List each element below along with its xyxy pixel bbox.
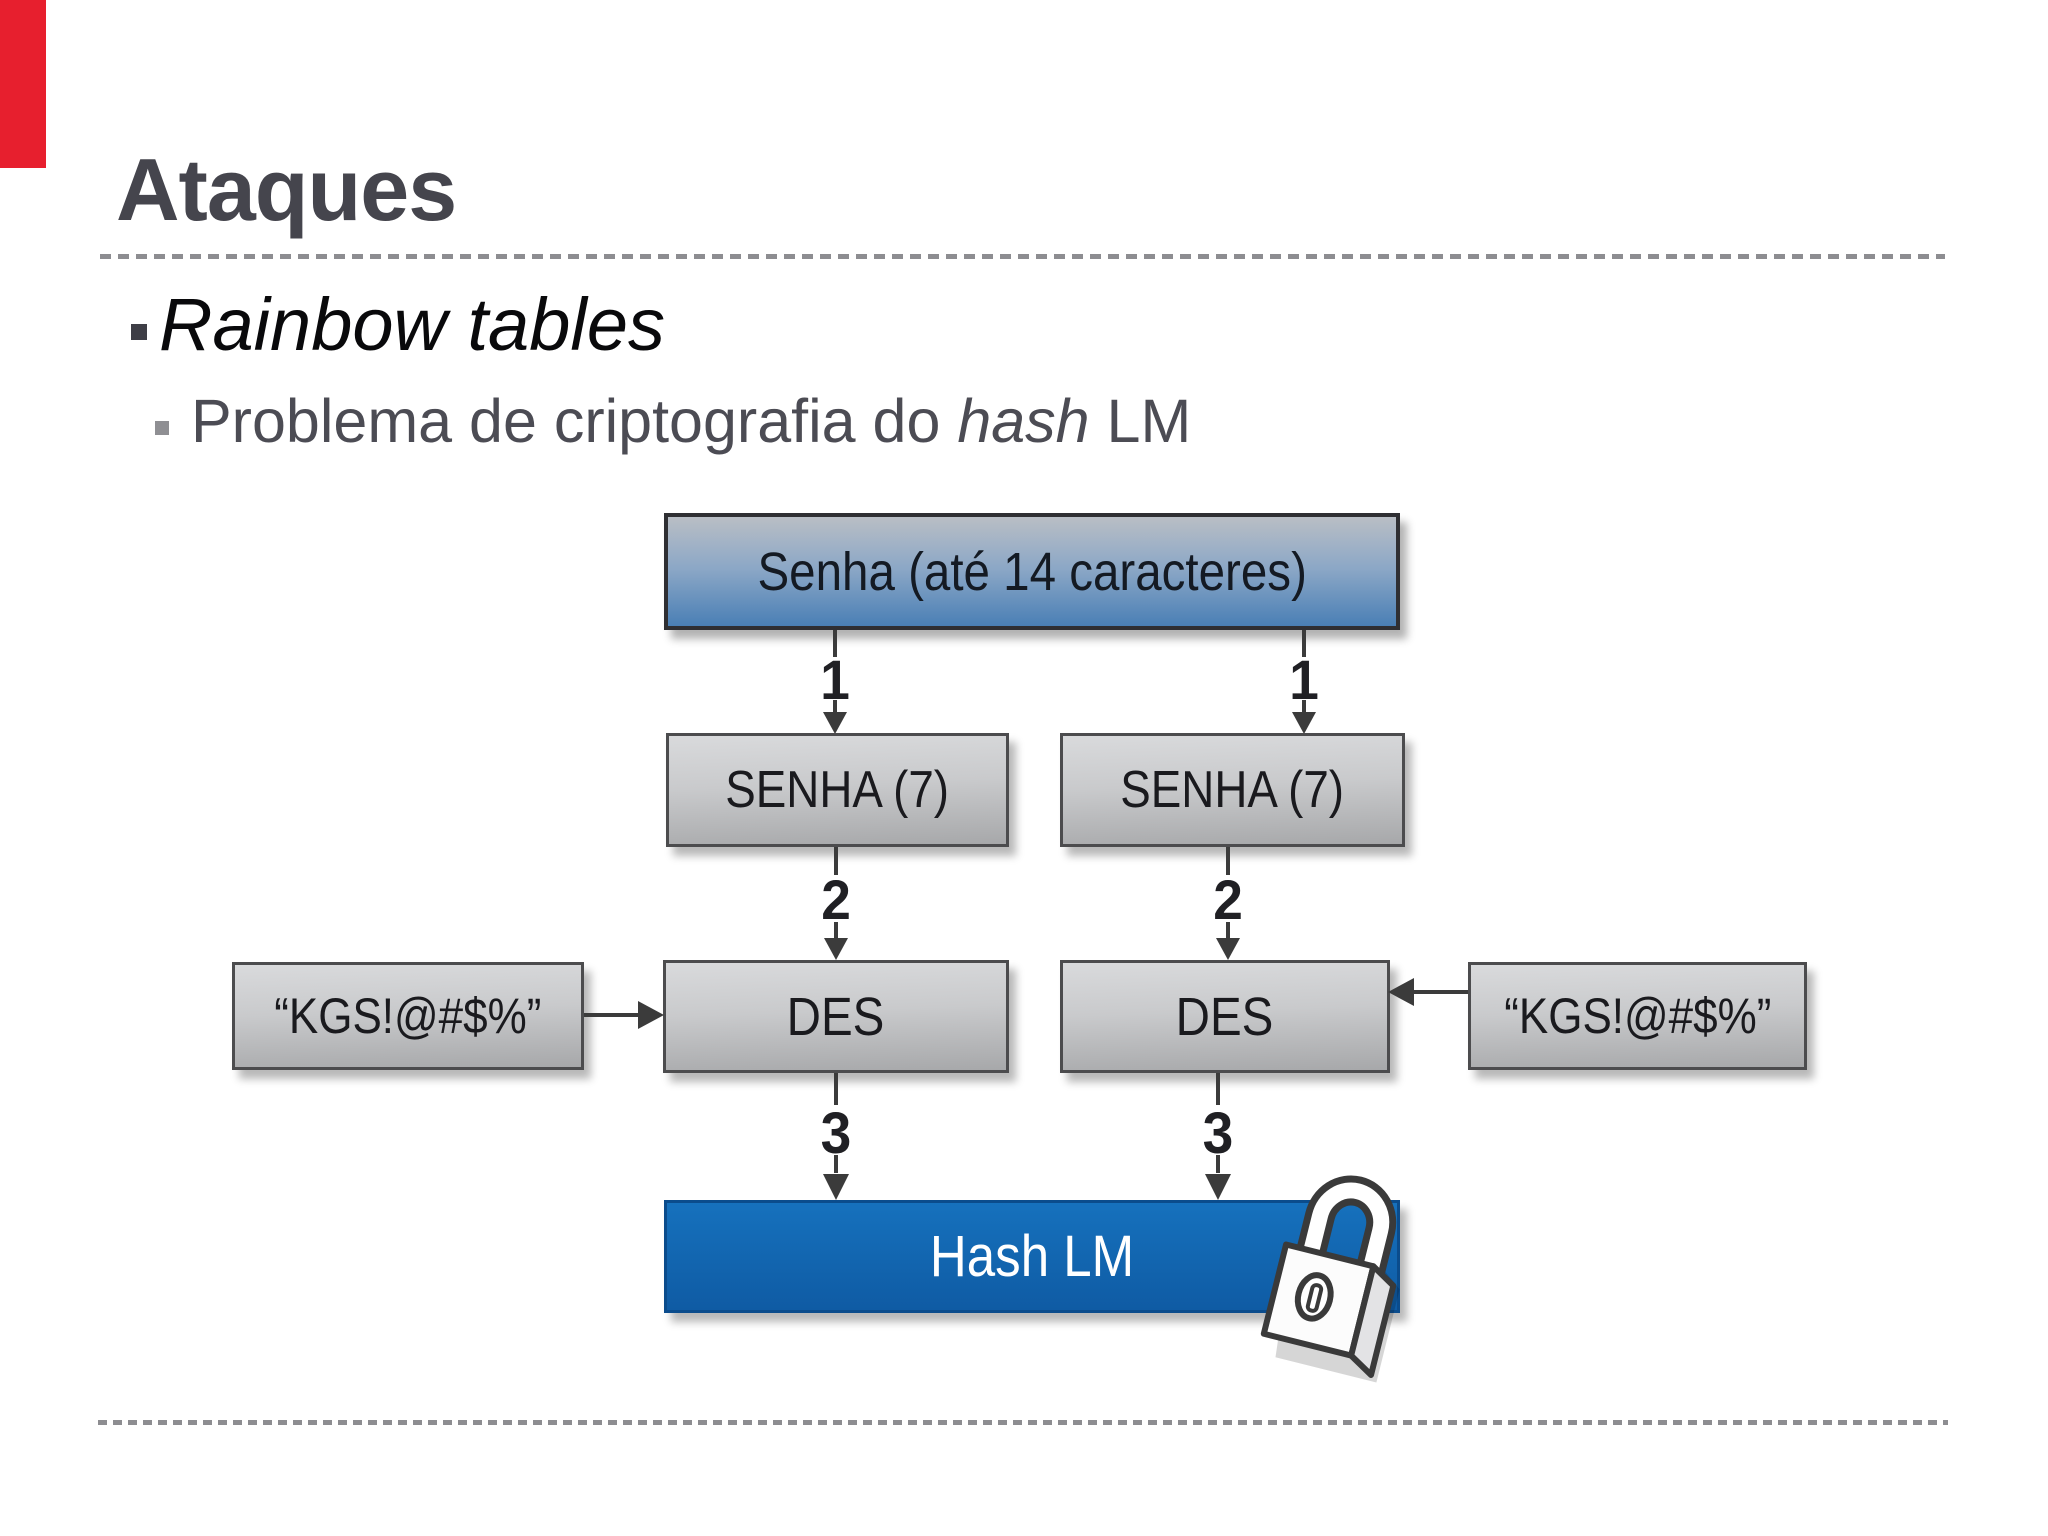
connector-stub bbox=[834, 847, 838, 875]
arrow-down-icon bbox=[1216, 938, 1240, 960]
arrow-left-icon bbox=[1388, 978, 1414, 1006]
arrow-down-icon bbox=[823, 1174, 849, 1200]
connector-line bbox=[1302, 700, 1306, 716]
password-box-label: Senha (até 14 caracteres) bbox=[757, 541, 1307, 602]
theme-accent-tab bbox=[0, 0, 46, 168]
bullet-rainbow-tables: Rainbow tables bbox=[159, 283, 665, 366]
des-right-box: DES bbox=[1060, 960, 1390, 1073]
arrow-down-icon bbox=[1292, 712, 1316, 734]
des-left-box: DES bbox=[663, 960, 1009, 1073]
arrow-right-icon bbox=[638, 1001, 664, 1029]
bullet-problema-hash: hash bbox=[957, 387, 1090, 455]
connector-line bbox=[834, 922, 838, 940]
arrow-down-icon bbox=[823, 712, 847, 734]
password-box: Senha (até 14 caracteres) bbox=[664, 513, 1400, 630]
bullet-problema-suffix: LM bbox=[1089, 387, 1192, 455]
connector-line bbox=[1414, 990, 1468, 994]
kgs-right-label: “KGS!@#$%” bbox=[1503, 988, 1772, 1044]
senha7-left-label: SENHA (7) bbox=[725, 761, 950, 819]
arrow-down-icon bbox=[824, 938, 848, 960]
title-divider bbox=[100, 254, 1945, 259]
connector-line bbox=[1216, 1155, 1220, 1173]
des-right-label: DES bbox=[1176, 986, 1274, 1047]
bullet-problema: Problema de criptografia do hash LM bbox=[191, 391, 1191, 452]
connector-stub bbox=[833, 630, 837, 657]
kgs-right-box: “KGS!@#$%” bbox=[1468, 962, 1807, 1070]
arrow-down-icon bbox=[1205, 1174, 1231, 1200]
bullet-square-level1 bbox=[131, 324, 147, 340]
senha7-right-label: SENHA (7) bbox=[1120, 761, 1345, 819]
padlock-icon bbox=[1260, 1175, 1400, 1383]
senha7-right-box: SENHA (7) bbox=[1060, 733, 1405, 847]
connector-line bbox=[833, 700, 837, 716]
bullet-problema-prefix: Problema de criptografia do bbox=[191, 387, 958, 455]
footer-divider bbox=[98, 1420, 1948, 1425]
step-2-left: 2 bbox=[821, 868, 851, 931]
connector-stub bbox=[1302, 630, 1306, 657]
hash-lm-label: Hash LM bbox=[929, 1223, 1135, 1289]
senha7-left-box: SENHA (7) bbox=[666, 733, 1009, 847]
step-3-left: 3 bbox=[820, 1101, 852, 1166]
connector-stub bbox=[1216, 1073, 1220, 1105]
step-2-right: 2 bbox=[1213, 868, 1243, 931]
step-3-right: 3 bbox=[1202, 1101, 1234, 1166]
kgs-left-label: “KGS!@#$%” bbox=[274, 988, 542, 1044]
kgs-left-box: “KGS!@#$%” bbox=[232, 962, 584, 1070]
connector-stub bbox=[834, 1073, 838, 1105]
page-title: Ataques bbox=[116, 140, 457, 239]
connector-line bbox=[584, 1013, 640, 1017]
bullet-square-level2 bbox=[155, 421, 169, 435]
des-left-label: DES bbox=[787, 986, 885, 1047]
connector-stub bbox=[1226, 847, 1230, 875]
step-1-right: 1 bbox=[1289, 648, 1319, 711]
step-1-left: 1 bbox=[820, 648, 850, 711]
connector-line bbox=[1226, 922, 1230, 940]
connector-line bbox=[834, 1155, 838, 1173]
